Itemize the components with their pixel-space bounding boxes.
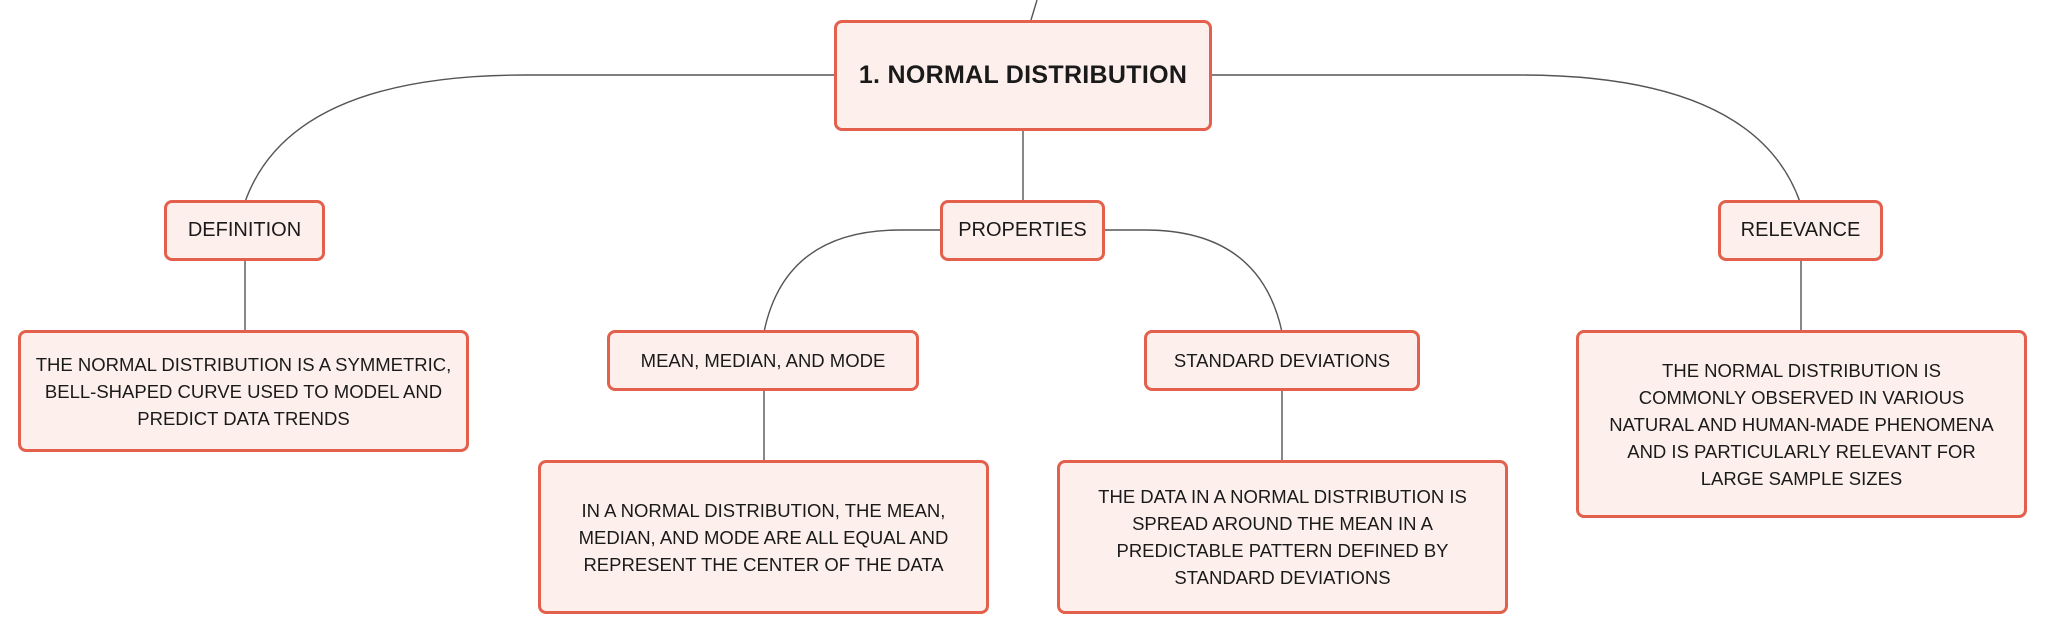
root-label: 1. NORMAL DISTRIBUTION: [858, 61, 1188, 89]
connector-root-to-definition: [244, 74, 834, 203]
definition-detail-text: THE NORMAL DISTRIBUTION IS A SYMMETRIC, …: [35, 353, 452, 429]
definition-detail-node[interactable]: THE NORMAL DISTRIBUTION IS A SYMMETRIC, …: [18, 330, 469, 452]
definition-label: DEFINITION: [187, 219, 302, 241]
root-node[interactable]: 1. NORMAL DISTRIBUTION: [834, 20, 1212, 131]
relevance-label: RELEVANCE: [1740, 219, 1861, 241]
definition-node[interactable]: DEFINITION: [164, 200, 325, 261]
mean-median-mode-detail-node[interactable]: IN A NORMAL DISTRIBUTION, THE MEAN, MEDI…: [538, 460, 989, 614]
properties-node[interactable]: PROPERTIES: [940, 200, 1105, 261]
standard-deviations-label: STANDARD DEVIATIONS: [1173, 349, 1391, 371]
standard-deviations-detail-node[interactable]: THE DATA IN A NORMAL DISTRIBUTION IS SPR…: [1057, 460, 1508, 614]
connector-parent-to-root: [1030, 0, 1038, 21]
mean-median-mode-detail-text: IN A NORMAL DISTRIBUTION, THE MEAN, MEDI…: [578, 499, 949, 575]
connector-root-to-relevance: [1212, 74, 1801, 203]
relevance-node[interactable]: RELEVANCE: [1718, 200, 1883, 261]
properties-label: PROPERTIES: [958, 219, 1087, 241]
mean-median-mode-node[interactable]: MEAN, MEDIAN, AND MODE: [607, 330, 919, 391]
relevance-detail-text: THE NORMAL DISTRIBUTION IS COMMONLY OBSE…: [1609, 359, 1994, 489]
mean-median-mode-label: MEAN, MEDIAN, AND MODE: [640, 349, 886, 371]
standard-deviations-detail-text: THE DATA IN A NORMAL DISTRIBUTION IS SPR…: [1098, 486, 1467, 588]
standard-deviations-node[interactable]: STANDARD DEVIATIONS: [1144, 330, 1420, 391]
relevance-detail-node[interactable]: THE NORMAL DISTRIBUTION IS COMMONLY OBSE…: [1576, 330, 2027, 518]
connector-properties-to-stddev: [1105, 229, 1283, 333]
connector-properties-to-mean: [763, 229, 941, 333]
